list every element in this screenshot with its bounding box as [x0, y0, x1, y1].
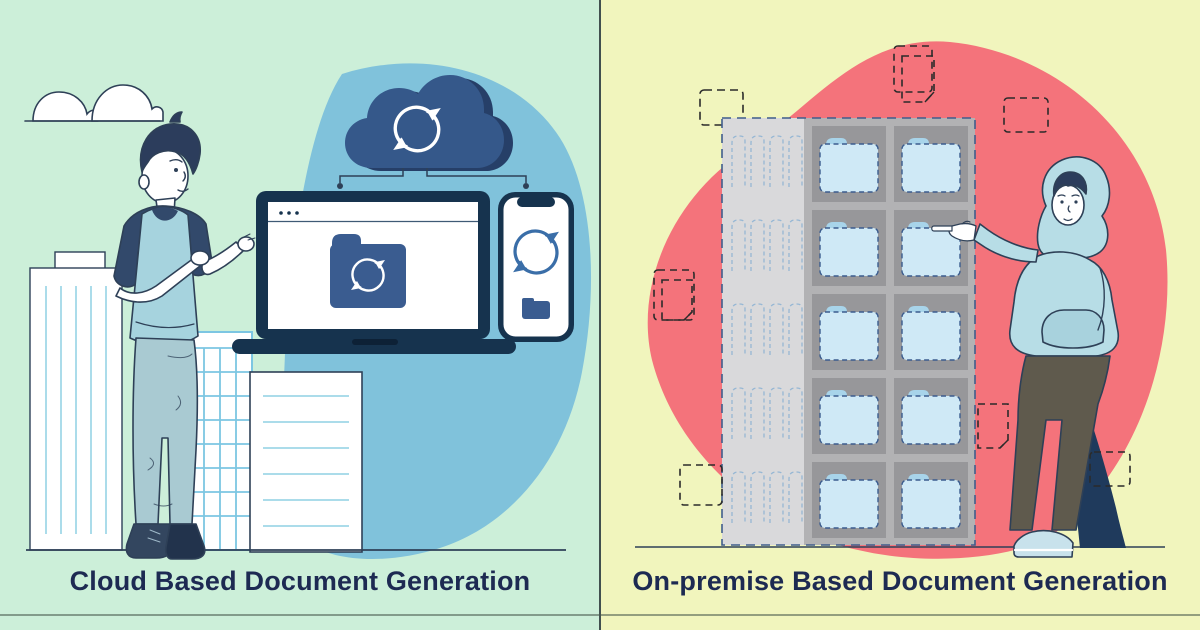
cloud-panel: Cloud Based Document Generation: [0, 0, 600, 630]
building-vertical-lines: [29, 251, 123, 551]
browser-window-icon: [268, 211, 478, 223]
smartphone-icon: [498, 192, 574, 342]
cloud-scene: [24, 63, 592, 560]
bottom-rule: [0, 614, 1200, 616]
face-features: [169, 159, 189, 192]
panel-divider: [599, 0, 601, 630]
dashed-document-icon: [1089, 451, 1131, 487]
onpremise-scene: [635, 41, 1168, 559]
person-pointing: [931, 156, 1126, 558]
laptop-icon: [232, 191, 516, 354]
folder-sync-icon: [330, 234, 406, 308]
file-cabinet-icon: [721, 117, 976, 546]
laptop-base: [232, 339, 516, 354]
face-features: [1057, 194, 1080, 222]
onpremise-panel: On-premise Based Document Generation: [600, 0, 1200, 630]
caption-right: On-premise Based Document Generation: [632, 566, 1168, 596]
person-gesturing: [113, 111, 256, 560]
phone-folder-icon: [522, 298, 550, 319]
cloud-outline-icon: [24, 84, 164, 122]
building-grid-windows: [187, 331, 253, 551]
cabinet-dashed-border: [721, 117, 976, 546]
cloud-sync-icon: [345, 75, 513, 171]
dashed-document-icons: [653, 45, 1049, 506]
caption-left: Cloud Based Document Generation: [69, 566, 531, 596]
phone-notch: [517, 197, 555, 207]
connector-lines: [337, 168, 529, 189]
building-horizontal-lines: [249, 371, 363, 553]
